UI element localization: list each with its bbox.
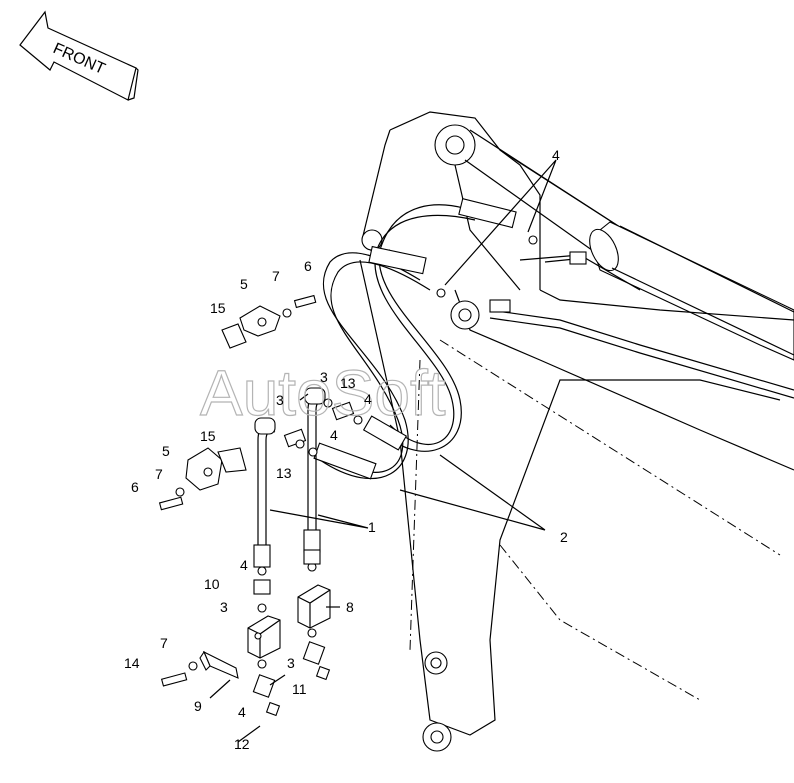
callout-7: 7 <box>160 635 168 651</box>
callout-8: 8 <box>346 599 354 615</box>
pipe-assembly-1 <box>253 387 326 568</box>
callout-1: 1 <box>368 519 376 535</box>
callout-3: 3 <box>287 655 295 671</box>
callout-6: 6 <box>304 258 312 274</box>
callout-11: 11 <box>292 681 307 697</box>
callouts: 1 2 3 3 3 3 4 4 4 4 4 5 5 6 6 7 7 7 8 9 … <box>124 147 568 752</box>
callout-15: 15 <box>200 428 216 444</box>
callout-3: 3 <box>320 369 328 385</box>
callout-7: 7 <box>155 466 163 482</box>
callout-4: 4 <box>240 557 248 573</box>
callout-4: 4 <box>364 391 372 407</box>
clamps-bolts <box>158 294 317 687</box>
callout-3: 3 <box>276 392 284 408</box>
callout-2: 2 <box>560 529 568 545</box>
leader-lines <box>209 159 557 743</box>
front-arrow: FRONT <box>19 10 139 101</box>
callout-4: 4 <box>238 704 246 720</box>
boom-structure <box>359 111 794 752</box>
watermark: AutoSoft <box>200 357 446 429</box>
callout-5: 5 <box>240 276 248 292</box>
callout-10: 10 <box>204 576 220 592</box>
callout-9: 9 <box>194 698 202 714</box>
callout-13: 13 <box>276 465 292 481</box>
callout-13: 13 <box>340 375 356 391</box>
callout-4: 4 <box>552 147 560 163</box>
callout-3: 3 <box>220 599 228 615</box>
callout-15: 15 <box>210 300 226 316</box>
callout-6: 6 <box>131 479 139 495</box>
callout-5: 5 <box>162 443 170 459</box>
fittings <box>247 398 363 717</box>
hose-assembly-2 <box>313 198 538 480</box>
callout-4: 4 <box>330 427 338 443</box>
callout-14: 14 <box>124 655 140 671</box>
callout-12: 12 <box>234 736 250 752</box>
callout-7: 7 <box>272 268 280 284</box>
front-label: FRONT <box>50 40 107 78</box>
